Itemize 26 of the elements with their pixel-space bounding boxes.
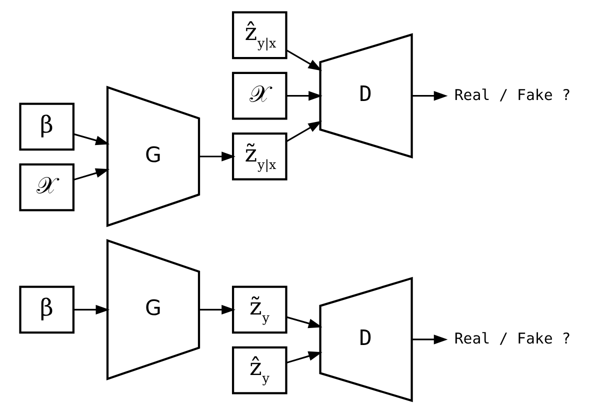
- node-text: Real / Fake ?: [454, 329, 570, 348]
- node-box: 𝒳: [231, 72, 287, 120]
- node-box: D: [318, 33, 412, 158]
- node-box: z̃$_{y}$: [231, 286, 287, 334]
- arrow: [72, 168, 110, 180]
- arrow: [412, 91, 448, 101]
- arrow: [198, 304, 235, 315]
- node-box: z̃$_{y|x}$: [231, 132, 287, 180]
- arrow: [198, 152, 235, 162]
- arrow: [412, 334, 448, 344]
- arrow: [286, 120, 322, 142]
- node-box: G: [106, 86, 200, 228]
- node-box: D: [318, 276, 412, 402]
- node-box: β: [18, 102, 74, 151]
- node-box: 𝒳: [18, 163, 74, 212]
- arrow: [286, 351, 322, 364]
- node-box: ẑ$_{y}$: [231, 346, 287, 394]
- node-box: β: [18, 286, 74, 334]
- arrow: [73, 304, 110, 315]
- node-box: ẑ$_{y|x}$: [231, 11, 287, 60]
- arrow: [72, 133, 110, 146]
- arrow: [286, 50, 322, 71]
- arrow: [286, 316, 322, 328]
- node-box: G: [106, 238, 200, 380]
- node-text: Real / Fake ?: [454, 86, 570, 104]
- arrow: [286, 91, 322, 101]
